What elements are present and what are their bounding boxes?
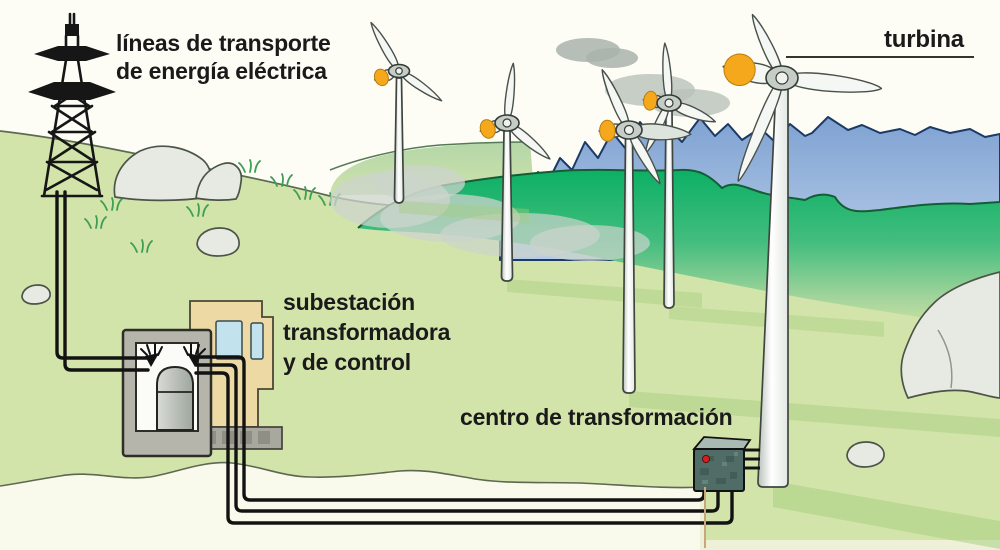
turbine-tower [663,109,675,309]
turbine-tower [500,129,514,282]
window [215,320,243,360]
box-top [692,436,752,450]
hub [623,124,635,136]
turbine-tower [757,85,789,488]
transmission-lines-label-line1: líneas de transporte [116,30,331,56]
blade-orange-tip [373,68,389,87]
transmission-lines-label-line2: de energía eléctrica [116,58,327,84]
turbine-label: turbina [884,26,964,53]
misc-lines [704,56,974,548]
wind-turbine-3 [598,69,692,394]
hub [502,118,512,128]
wind-turbine-1 [370,21,443,204]
blade-orange-tip [479,119,496,139]
substation-label: subestación transformadora y de control [283,287,450,377]
indicator-light [701,454,711,464]
turbine-tower [393,77,405,204]
connection-sparks [140,343,206,367]
blade-orange-tip [723,53,756,87]
underground-cables [55,190,734,525]
transformer-substation [121,300,283,458]
window [250,322,264,360]
grass-tufts [84,159,341,253]
wind-turbine-5 [722,13,883,488]
emerald-hills [357,168,1000,330]
substation-label-line2: transformadora [283,319,451,345]
transformation-center-box [692,436,760,492]
substation-label-line1: subestación [283,289,416,315]
blade-orange-tip [599,119,616,142]
hub [664,98,674,108]
transmission-tower [28,12,116,198]
hub [395,67,403,75]
tower-shadows [399,201,1000,549]
rotor-blades [722,13,883,182]
turbine-tower [622,137,636,394]
hub [775,71,789,85]
transformation-center-label: centro de transformación [460,404,733,430]
transformer [156,365,194,431]
rocks-foreground [846,271,1000,468]
rocks-hillside [21,145,243,305]
clouds [330,38,730,261]
substation-label-line3: y de control [283,349,411,375]
wind-turbine-2 [479,62,551,282]
transmission-lines-label: líneas de transporte de energía eléctric… [116,29,331,85]
